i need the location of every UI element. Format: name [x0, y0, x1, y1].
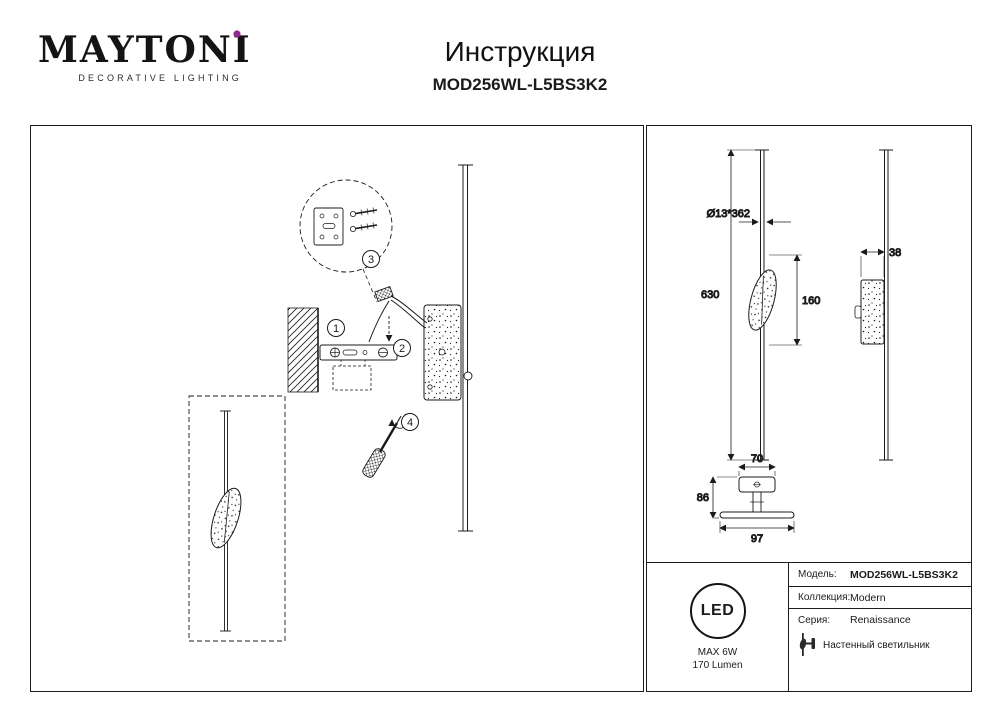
wall-section — [287, 307, 319, 393]
mounting-bracket — [319, 344, 398, 391]
screw-icon — [349, 222, 378, 233]
dim-total-depth: 97 — [751, 533, 763, 545]
lamp-backplate — [423, 304, 473, 401]
front-view: 630 Ø13*362 160 — [701, 149, 821, 461]
model-number: MOD256WL-L5BS3K2 — [432, 75, 608, 94]
dimensions-panel: 630 Ø13*362 160 — [646, 125, 972, 692]
step-markers: 1 2 3 4 — [327, 250, 419, 431]
led-label: LED — [700, 602, 735, 619]
luminous-flux: 170 Lumen — [692, 660, 743, 671]
installation-diagram: 1 2 3 4 — [188, 164, 473, 642]
lamp-tube-side — [458, 164, 473, 532]
spec-row-series: Серия: Renaissance Настенный светильник — [789, 609, 971, 691]
dim-plate-width: 70 — [751, 453, 763, 465]
dimension-drawings: 630 Ø13*362 160 — [696, 149, 902, 546]
dim-decor-height: 160 — [802, 295, 820, 307]
dim-total-height: 630 — [701, 289, 719, 301]
installation-panel: 1 2 3 4 — [30, 125, 644, 692]
spec-label: Модель: — [798, 569, 837, 580]
brand-logo: MAYTONI DECORATIVE LIGHTING — [38, 29, 252, 83]
document-title: Инструкция — [444, 36, 596, 67]
screwdriver — [362, 413, 409, 478]
spec-value: Renaissance — [850, 614, 911, 626]
wires — [368, 285, 428, 343]
title-block: Инструкция MOD256WL-L5BS3K2 — [330, 36, 710, 95]
brand-dot-icon — [233, 30, 241, 38]
lamp-leaf-decor — [210, 487, 242, 549]
step-marker-1: 1 — [327, 319, 345, 337]
spec-row-collection: Коллекция: Modern — [789, 587, 971, 609]
step-marker-3: 3 — [362, 250, 380, 268]
svg-text:4: 4 — [407, 417, 413, 429]
led-badge: LED — [689, 583, 746, 639]
svg-text:3: 3 — [368, 254, 374, 266]
spec-value: MOD256WL-L5BS3K2 — [850, 568, 958, 581]
step-marker-4: 4 — [401, 413, 419, 431]
svg-text:1: 1 — [333, 323, 339, 335]
spec-info: Модель: MOD256WL-L5BS3K2 Коллекция: Mode… — [789, 563, 971, 691]
dim-depth: 38 — [889, 247, 901, 259]
led-cell: LED MAX 6W 170 Lumen — [647, 563, 789, 691]
leaf-decor-front — [748, 269, 777, 331]
spec-row-model: Модель: MOD256WL-L5BS3K2 — [789, 563, 971, 587]
spec-label: Коллекция: — [798, 592, 851, 603]
max-power: MAX 6W — [697, 647, 738, 658]
product-type: Настенный светильник — [823, 639, 930, 651]
screw-icon — [349, 207, 378, 218]
spec-label: Серия: — [798, 614, 831, 626]
wall-lamp-icon — [799, 633, 815, 656]
wire-connector — [374, 285, 394, 303]
bottom-view: 70 86 97 — [696, 453, 795, 546]
screws-detail-callout — [299, 179, 393, 303]
step-marker-2: 2 — [393, 339, 411, 357]
spec-table: LED MAX 6W 170 Lumen Модель: MOD256WL-L5… — [647, 562, 971, 691]
brand-text: MAYTONI — [38, 29, 252, 71]
spec-value: Modern — [850, 591, 886, 604]
side-view: 38 — [854, 149, 902, 461]
brand-tagline: DECORATIVE LIGHTING — [78, 73, 242, 83]
product-preview — [188, 395, 286, 642]
dim-height: 86 — [697, 492, 709, 504]
svg-text:2: 2 — [399, 343, 405, 355]
dim-tube: Ø13*362 — [707, 208, 750, 220]
